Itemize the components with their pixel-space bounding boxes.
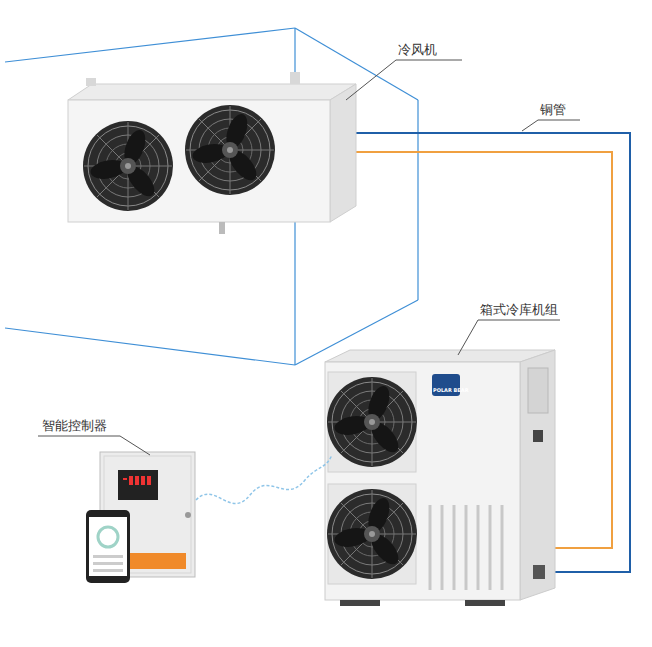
brand-text: POLAR BEAR bbox=[433, 388, 469, 393]
wireless-signal bbox=[196, 455, 332, 504]
part-label: 箱式冷库机组 bbox=[480, 302, 558, 318]
part-label: 铜管 bbox=[540, 102, 566, 118]
cold-room-outline bbox=[5, 28, 418, 365]
evaporator-unit bbox=[68, 72, 356, 234]
smart-controller bbox=[86, 452, 195, 583]
leader-line bbox=[38, 60, 580, 455]
part-label: 冷风机 bbox=[398, 42, 437, 58]
condensing-unit bbox=[325, 350, 555, 606]
part-label: 智能控制器 bbox=[42, 418, 107, 434]
